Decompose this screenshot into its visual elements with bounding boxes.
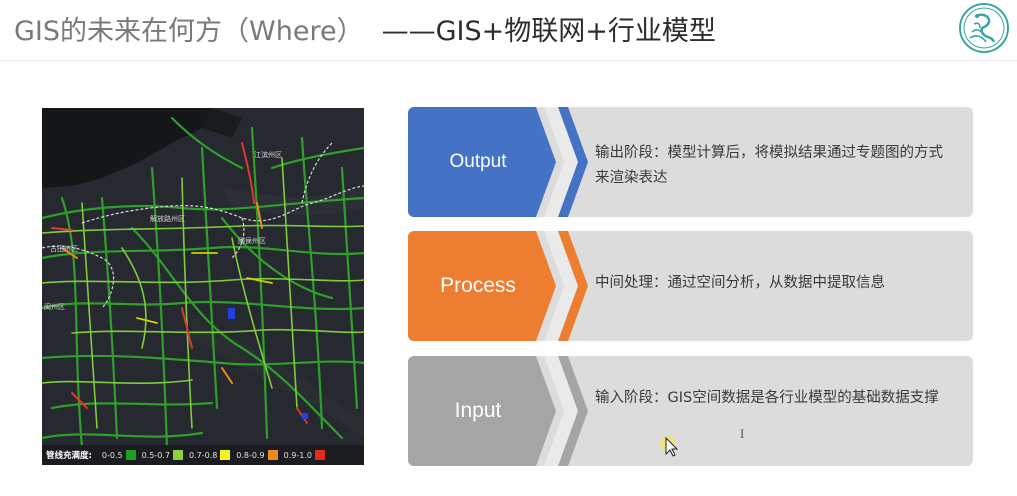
legend-item: 0-0.5 [102, 450, 136, 460]
legend-label: 0-0.5 [101, 450, 123, 460]
title-subtitle: ——GIS+物联网+行业模型 [381, 16, 716, 47]
stage-description: 中间处理：通过空间分析，从数据中提取信息 [595, 275, 885, 291]
legend-label: 0.5-0.7 [141, 450, 170, 460]
legend-label: 0.8-0.9 [236, 450, 265, 460]
stage-description: 输入阶段：GIS空间数据是各行业模型的基础数据支撑 [595, 390, 939, 406]
district-label: 解放路州区 [150, 215, 185, 223]
legend-swatch [314, 450, 325, 460]
page-title: GIS的未来在何方（Where） ——GIS+物联网+行业模型 [14, 12, 716, 52]
map-legend: 管线充满度: 0-0.5 0.5-0.7 0.7-0.8 0.8-0.9 0.9… [42, 445, 364, 465]
stage-output-panel: Output 输出阶段：模型计算后，将模拟结果通过专题图的方式来渲染表达 [408, 107, 973, 217]
legend-label: 0.9-1.0 [283, 450, 312, 460]
legend-swatch [125, 450, 136, 460]
crane-logo-icon [958, 2, 1010, 54]
district-label: 闽侯州区 [238, 237, 266, 245]
stage-description: 输出阶段：模型计算后，将模拟结果通过专题图的方式来渲染表达 [595, 145, 943, 186]
title-main: GIS的未来在何方（Where） [14, 16, 364, 47]
legend-item: 0.5-0.7 [142, 450, 183, 460]
mouse-pointer-icon [660, 436, 679, 457]
district-label: 闽州区 [44, 303, 65, 311]
legend-item: 0.7-0.8 [188, 450, 231, 460]
stage-input-panel: Input 输入阶段：GIS空间数据是各行业模型的基础数据支撑 [408, 356, 973, 466]
process-chevron-icon [408, 231, 588, 341]
legend-item: 0.9-1.0 [284, 450, 325, 460]
legend-swatch [267, 450, 278, 460]
legend-title: 管线充满度: [46, 451, 92, 461]
legend-label: 0.7-0.8 [188, 450, 218, 460]
pipe-network-map: 江滨州区 解放路州区 古田州区 闽侯州区 闽州区 管线充满度: 0-0.5 0.… [42, 108, 364, 465]
legend-swatch [172, 450, 183, 460]
stage-label-input: Input [454, 399, 502, 422]
legend-swatch [220, 450, 231, 460]
stage-label-output: Output [449, 151, 507, 172]
legend-item: 0.8-0.9 [236, 450, 278, 460]
header-divider [0, 60, 1017, 61]
stage-label-process: Process [440, 274, 516, 297]
map-roads [42, 108, 364, 465]
district-label: 古田州区 [50, 245, 78, 253]
district-label: 江滨州区 [254, 151, 282, 159]
text-cursor-icon: I [740, 426, 745, 441]
input-chevron-icon [408, 356, 588, 466]
output-chevron-icon [408, 107, 588, 217]
stage-process-panel: Process 中间处理：通过空间分析，从数据中提取信息 [408, 231, 973, 341]
